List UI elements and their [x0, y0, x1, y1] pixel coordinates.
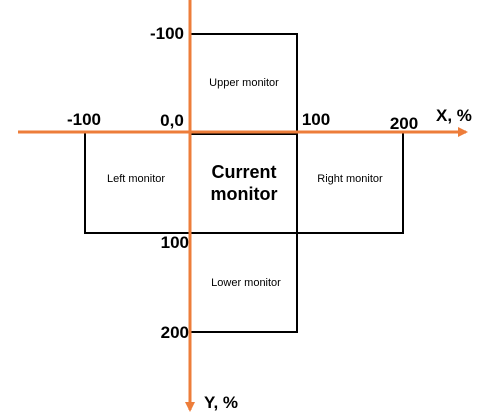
y-axis-title: Y, %	[204, 393, 238, 412]
x-tick-100: 100	[302, 110, 330, 129]
origin-label: 0,0	[160, 111, 184, 130]
y-tick-200: 200	[161, 323, 189, 342]
lower-monitor-label: Lower monitor	[211, 277, 281, 289]
upper-monitor-label: Upper monitor	[209, 77, 279, 89]
y-tick-minus-100: -100	[150, 24, 184, 43]
x-tick-minus-100: -100	[67, 110, 101, 129]
current-monitor-label-line2: monitor	[211, 184, 278, 204]
y-tick-100: 100	[161, 233, 189, 252]
current-monitor-label-line1: Current	[211, 162, 276, 182]
right-monitor-label: Right monitor	[317, 173, 383, 185]
x-tick-200: 200	[390, 114, 418, 133]
left-monitor-label: Left monitor	[107, 173, 165, 185]
x-axis-title: X, %	[436, 106, 472, 125]
